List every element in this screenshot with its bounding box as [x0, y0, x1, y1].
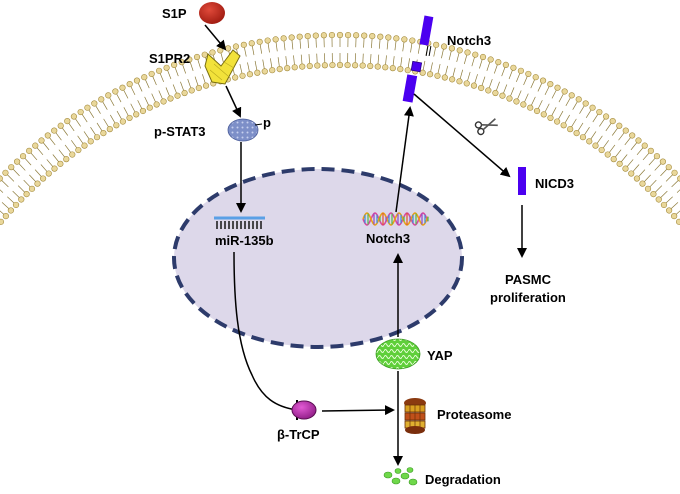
btrcp-protein	[292, 401, 316, 419]
yap-protein	[376, 339, 420, 369]
yap-label: YAP	[427, 348, 453, 363]
p-stat3-protein	[228, 119, 258, 141]
degradation-label: Degradation	[425, 472, 501, 487]
notch3-gene-label: Notch3	[366, 231, 410, 246]
nicd3-bar	[518, 167, 526, 195]
notch3-receptor-label: Notch3	[447, 33, 491, 48]
scissors-icon	[475, 116, 499, 135]
proteasome-icon	[404, 398, 426, 434]
btrcp-label: β-TrCP	[277, 427, 320, 442]
s1pr2-label: S1PR2	[149, 51, 190, 66]
phospho-label: p	[263, 115, 271, 130]
p-stat3-label: p-STAT3	[154, 124, 206, 139]
proteasome-label: Proteasome	[437, 407, 511, 422]
degraded-yap-fragments	[384, 468, 417, 486]
pasmc-label-line1: PASMC	[505, 272, 552, 287]
notch3-receptor	[403, 16, 434, 103]
nucleus	[174, 169, 462, 347]
receptor-to-stat3-arrow	[226, 86, 240, 116]
cleavage-arrow	[414, 94, 509, 176]
s1p-to-receptor-arrow	[205, 25, 225, 49]
btrcp-to-proteasome-arrow	[322, 410, 393, 411]
mir-135b-label: miR-135b	[215, 233, 274, 248]
s1p-ligand	[199, 2, 225, 24]
nicd3-label: NICD3	[535, 176, 574, 191]
s1p-label: S1P	[162, 6, 187, 21]
pasmc-label-line2: proliferation	[490, 290, 566, 305]
